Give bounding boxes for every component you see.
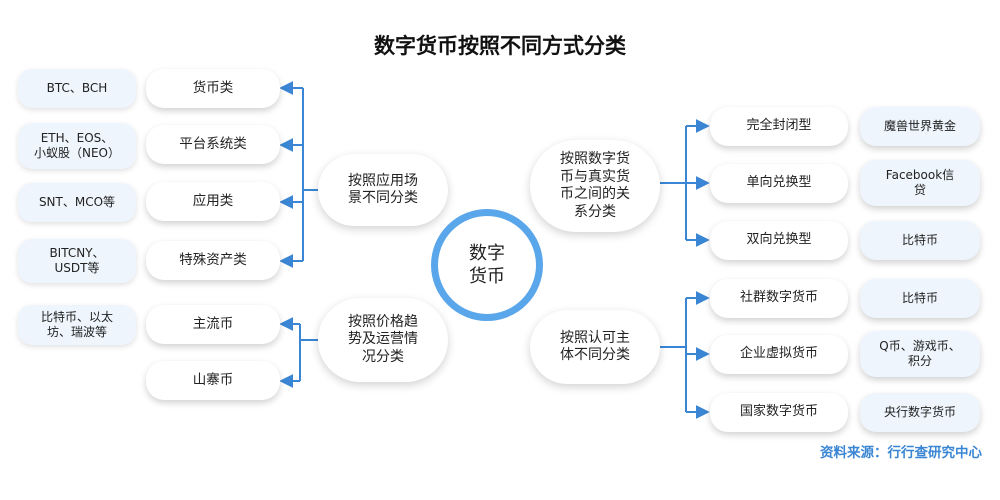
example-text: Q币、游戏币、 积分 xyxy=(879,339,961,368)
classification-label: 按照认可主 体不同分类 xyxy=(560,329,630,364)
category-pill: 社群数字货币 xyxy=(710,279,848,318)
example-text: 比特币、以太 坊、瑞波等 xyxy=(40,310,113,339)
example-text: BITCNY、 USDT等 xyxy=(49,246,105,275)
classification-oval: 按照应用场 景不同分类 xyxy=(318,154,448,226)
category-pill: 企业虚拟货币 xyxy=(710,335,848,374)
category-text: 货币类 xyxy=(192,80,234,97)
category-text: 山寨币 xyxy=(192,372,234,389)
example-text: 比特币 xyxy=(901,233,938,247)
example-text: 比特币 xyxy=(901,291,938,305)
category-text: 主流币 xyxy=(192,316,234,333)
category-text: 应用类 xyxy=(192,193,234,210)
example-text: Facebook信 贷 xyxy=(885,168,955,197)
example-pill: BTC、BCH xyxy=(18,69,136,108)
category-pill: 货币类 xyxy=(146,69,280,108)
classification-oval: 按照认可主 体不同分类 xyxy=(530,310,660,384)
category-text: 平台系统类 xyxy=(179,136,247,153)
classification-label: 按照价格趋 势及运营情 况分类 xyxy=(348,313,418,365)
example-text: SNT、MCO等 xyxy=(38,195,116,209)
category-text: 国家数字货币 xyxy=(739,404,818,420)
category-pill: 国家数字货币 xyxy=(710,393,848,432)
classification-oval: 按照价格趋 势及运营情 况分类 xyxy=(318,298,448,382)
source-note: 资料来源：行行查研究中心 xyxy=(820,445,982,461)
example-pill: 比特币 xyxy=(860,221,980,260)
example-pill: 比特币、以太 坊、瑞波等 xyxy=(18,305,136,345)
category-text: 社群数字货币 xyxy=(739,290,818,306)
center-node: 数字 货币 xyxy=(431,209,543,321)
classification-label: 按照数字货 币与真实货 币之间的关 系分类 xyxy=(560,151,630,220)
category-text: 企业虚拟货币 xyxy=(739,346,818,362)
category-pill: 应用类 xyxy=(146,182,280,221)
category-pill: 特殊资产类 xyxy=(146,241,280,280)
category-text: 完全封闭型 xyxy=(746,118,812,134)
example-pill: BITCNY、 USDT等 xyxy=(18,239,136,283)
example-pill: Q币、游戏币、 积分 xyxy=(860,331,980,377)
example-pill: SNT、MCO等 xyxy=(18,183,136,222)
category-pill: 双向兑换型 xyxy=(710,221,848,260)
category-pill: 主流币 xyxy=(146,305,280,344)
category-text: 特殊资产类 xyxy=(179,252,247,269)
example-pill: 比特币 xyxy=(860,279,980,318)
example-text: ETH、EOS、 小蚁股（NEO） xyxy=(33,131,120,160)
example-pill: 央行数字货币 xyxy=(860,393,980,432)
example-text: 央行数字货币 xyxy=(883,405,956,419)
category-pill: 山寨币 xyxy=(146,361,280,400)
example-text: BTC、BCH xyxy=(46,81,108,95)
category-pill: 完全封闭型 xyxy=(710,107,848,146)
category-text: 双向兑换型 xyxy=(746,232,812,248)
diagram-title: 数字货币按照不同方式分类 xyxy=(374,34,626,58)
classification-oval: 按照数字货 币与真实货 币之间的关 系分类 xyxy=(530,140,660,232)
category-pill: 单向兑换型 xyxy=(710,164,848,203)
category-text: 单向兑换型 xyxy=(746,175,812,191)
example-text: 魔兽世界黄金 xyxy=(883,119,956,133)
example-pill: ETH、EOS、 小蚁股（NEO） xyxy=(18,123,136,169)
example-pill: 魔兽世界黄金 xyxy=(860,107,980,146)
center-label: 数字 货币 xyxy=(469,242,505,287)
classification-label: 按照应用场 景不同分类 xyxy=(348,172,418,207)
example-pill: Facebook信 贷 xyxy=(860,160,980,206)
category-pill: 平台系统类 xyxy=(146,125,280,164)
